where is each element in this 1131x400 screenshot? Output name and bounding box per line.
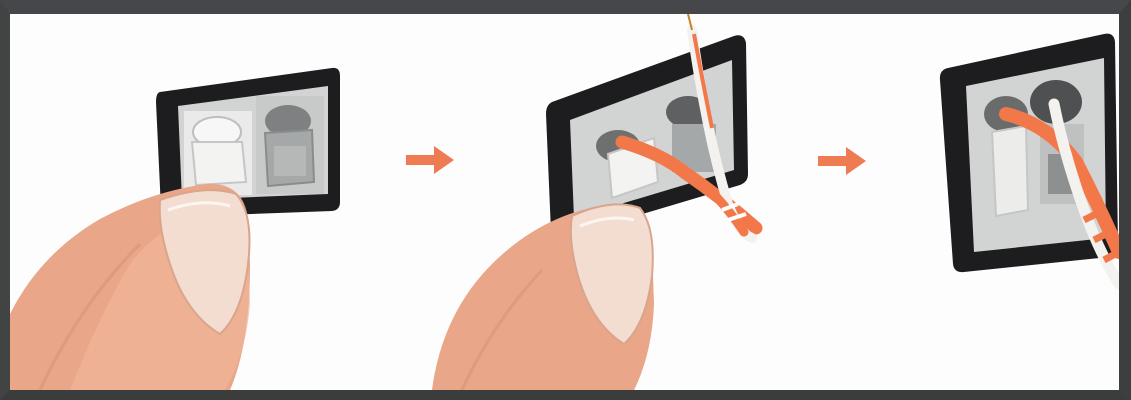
step-3-panel <box>908 14 1119 390</box>
finger <box>10 184 250 390</box>
step-2-panel <box>422 14 812 390</box>
step-1-panel <box>10 14 380 390</box>
finger <box>432 204 654 390</box>
connector-module <box>546 35 748 238</box>
right-arrow-icon <box>818 147 866 180</box>
